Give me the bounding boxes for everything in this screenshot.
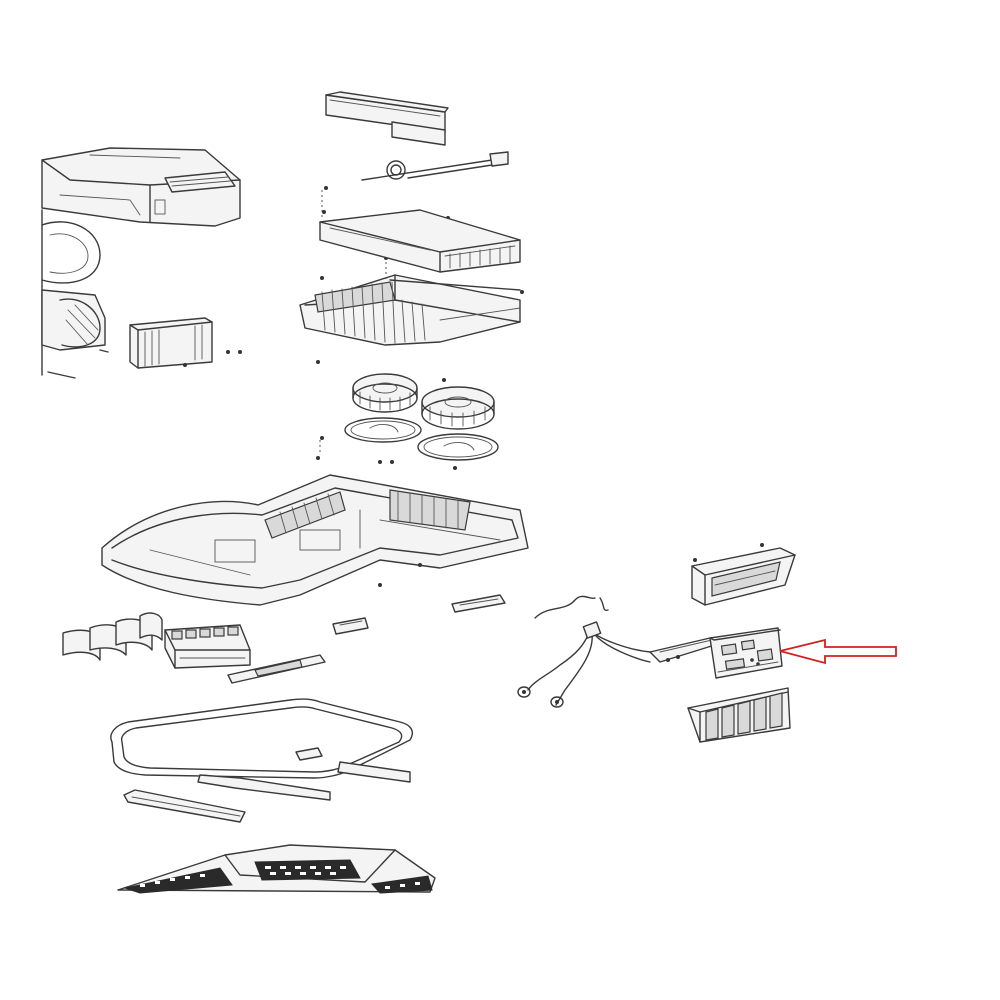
condenser-fan-housing [41, 209, 109, 379]
small-bracket-left [227, 654, 326, 684]
upper-pcb-cover [691, 543, 796, 606]
assembly-guides [319, 190, 387, 455]
ceiling-grille [117, 844, 436, 894]
top-bracket [325, 91, 449, 146]
blower-wheel-right [421, 386, 495, 430]
fan-gasket-left [344, 417, 422, 443]
small-bracket-center [332, 617, 369, 635]
filter-tray [319, 209, 521, 273]
spring-rod [361, 151, 509, 181]
blower-wheel-left [352, 373, 418, 413]
fan-gasket-right [417, 433, 499, 461]
louver-vents [62, 612, 163, 661]
highlight-arrow [779, 638, 897, 665]
lower-heat-sink [687, 687, 791, 743]
foam-block [164, 624, 251, 669]
rooftop-shroud [41, 147, 241, 227]
base-pan [101, 474, 529, 606]
mounting-bar [123, 789, 246, 823]
ceiling-frame [110, 698, 413, 801]
compressor-block [129, 317, 242, 369]
evaporator-coil [299, 274, 521, 346]
control-board [709, 627, 783, 679]
small-bracket-right [451, 594, 506, 613]
wiring-harness [517, 595, 719, 708]
